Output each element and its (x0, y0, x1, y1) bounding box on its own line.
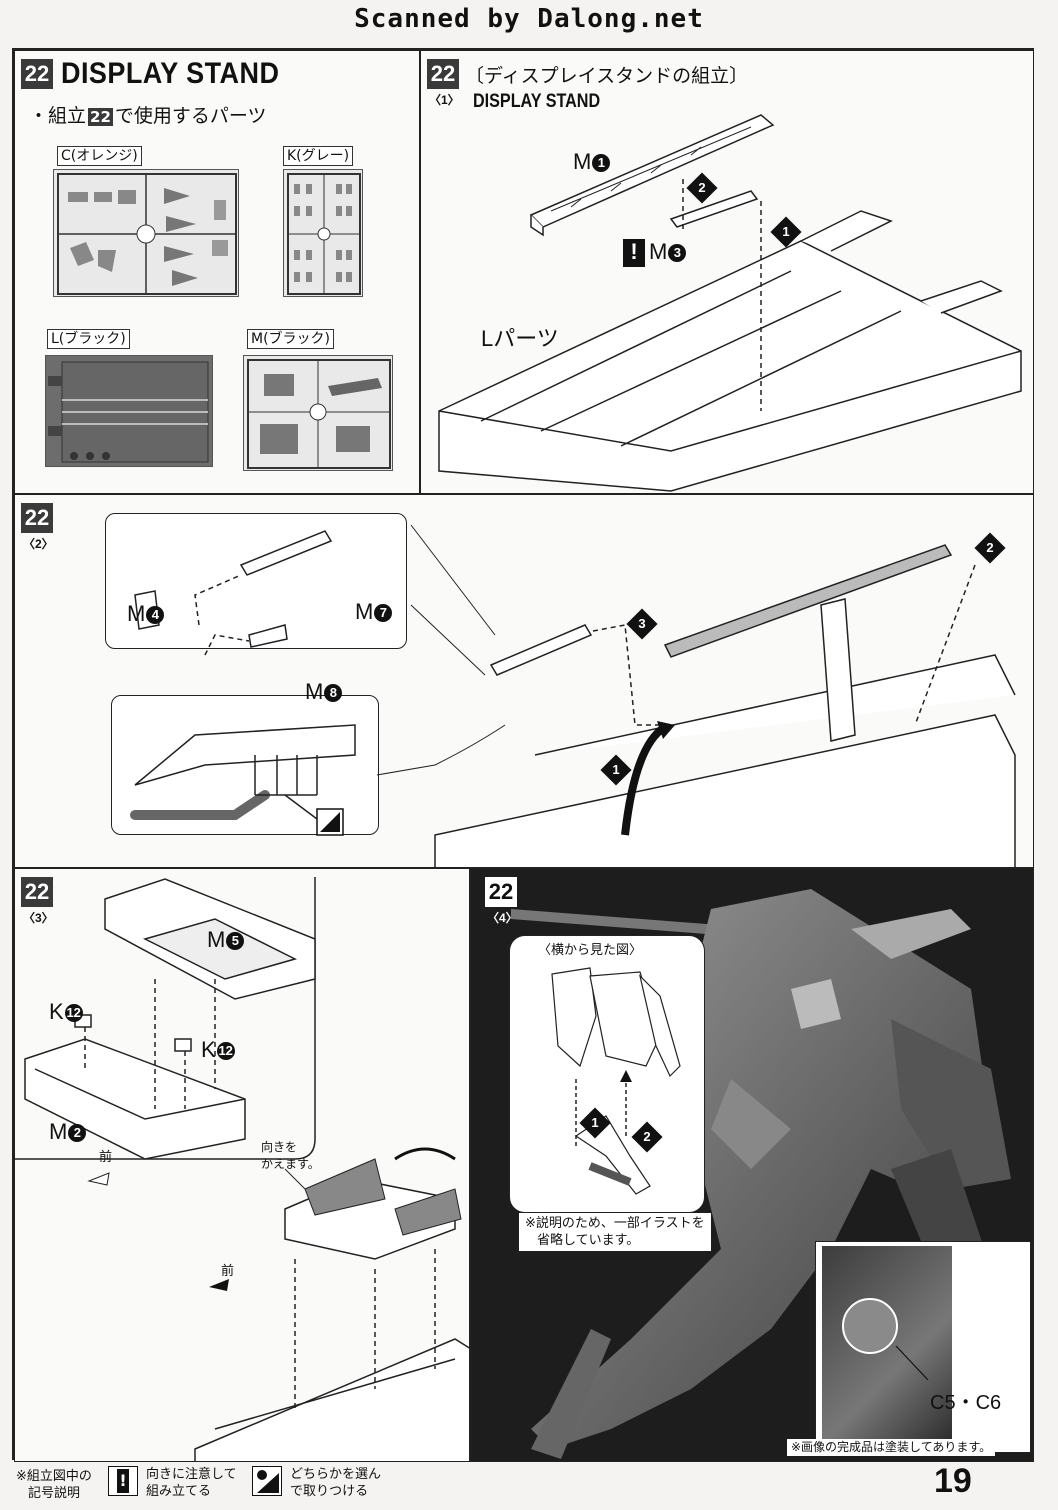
scan-watermark: Scanned by Dalong.net (354, 4, 704, 34)
pilot-figure-circle (842, 1298, 898, 1354)
substep-2-number: 22 (21, 503, 53, 533)
legend-item-orientation: 向きに注意して組み立てる (146, 1467, 237, 1499)
illustration-omission-note: ※説明のため、一部イラストを省略しています。 (519, 1213, 711, 1251)
side-view-title: 〈横から見た図〉 (538, 943, 643, 958)
substep-3-index: 〈3〉 (23, 911, 54, 925)
page-number: 19 (934, 1462, 972, 1500)
legend-lead: ※組立図中の記号説明 (16, 1469, 92, 1501)
front-direction-label-2: 前 (221, 1264, 235, 1279)
substep-1-index: 〈1〉 (429, 93, 460, 107)
runner-label-k: K(グレー) (283, 146, 354, 166)
runner-m-image (243, 355, 393, 471)
arrow-step-1: 1 (600, 754, 632, 786)
substep-1-title-en: DISPLAY STAND (473, 91, 601, 112)
step-ref-box: 22 (88, 108, 113, 126)
substep-4-panel: 22 〈4〉 〈横から見た図〉 (470, 868, 1034, 1462)
runner-k-image (283, 169, 363, 297)
label-c5-c6: C5・C6 (930, 1392, 1002, 1414)
runner-l-image (45, 355, 213, 467)
runner-m-drawing (247, 359, 391, 469)
runner-c-image (53, 169, 239, 297)
substep-2-panel: 22 〈2〉 (14, 494, 1034, 868)
substep-1-title-jp: 〔ディスプレイスタンドの組立〕 (465, 65, 749, 87)
turn-direction-note: 向きをかえます。 (261, 1140, 320, 1171)
substep-4-index: 〈4〉 (487, 911, 518, 925)
choose-one-glyph (257, 1470, 279, 1493)
substep-1-panel: 22 〈1〉 〔ディスプレイスタンドの組立〕 DISPLAY STAND (420, 50, 1034, 494)
pilot-pointer-line (895, 1345, 929, 1381)
side-view-drawing (551, 967, 681, 1195)
runner-label-m: M(ブラック) (247, 329, 335, 349)
label-l-part: Lパーツ (481, 326, 559, 351)
step-number-box: 22 (21, 59, 53, 89)
runner-k-drawing (287, 173, 361, 295)
parts-panel-title: DISPLAY STAND (61, 57, 280, 90)
choose-one-icon (252, 1466, 282, 1496)
substep-1-illustration (438, 114, 1022, 492)
arrow-step-2: 2 (686, 172, 718, 204)
arrow-step-2: 2 (631, 1121, 663, 1153)
substep-3-panel: 22 〈3〉 (14, 868, 470, 1462)
orientation-warning-icon: ! (108, 1466, 138, 1496)
side-view-callout: 〈横から見た図〉 1 2 (509, 935, 705, 1213)
substep-3-number: 22 (21, 877, 53, 907)
legend-item-choose: どちらかを選んで取りつける (290, 1467, 382, 1499)
arrow-step-2: 2 (974, 532, 1006, 564)
substep-2-illustration (130, 524, 1016, 867)
runner-label-l: L(ブラック) (47, 329, 130, 349)
substep-1-number: 22 (427, 59, 459, 89)
arrow-step-1: 1 (579, 1107, 611, 1139)
runner-label-c: C(オレンジ) (57, 146, 142, 166)
parts-subtitle-prefix: ・組立 (29, 105, 87, 127)
substep-4-number: 22 (485, 877, 517, 907)
pilot-figure-inset: C5・C6 (815, 1241, 1031, 1453)
front-direction-label-1: 前 (99, 1150, 113, 1165)
substep-2-index: 〈2〉 (23, 537, 54, 551)
painted-sample-note: ※画像の完成品は塗装してあります。 (787, 1439, 996, 1456)
arrow-step-1: 1 (770, 216, 802, 248)
arrow-step-3: 3 (626, 608, 658, 640)
runner-l-drawing (48, 361, 209, 463)
parts-subtitle-suffix: で使用するパーツ (114, 105, 267, 127)
substep-3-illustration (15, 877, 469, 1461)
runner-c-drawing (57, 173, 237, 295)
